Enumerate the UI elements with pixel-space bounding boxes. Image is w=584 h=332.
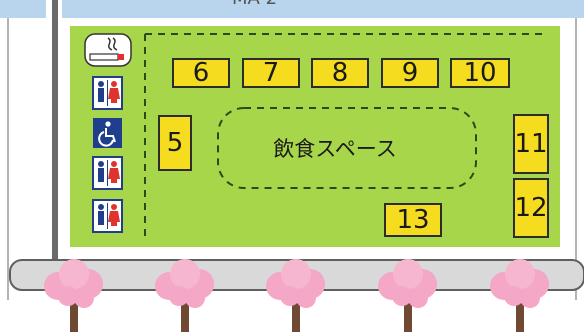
cherry-tree-icon [44,259,103,332]
restroom-icon [92,76,123,110]
cherry-tree-icon [155,259,214,332]
boundary-line [7,18,577,300]
booth-11[interactable]: 11 [513,114,549,174]
booth-10[interactable]: 10 [450,58,510,88]
booth-12[interactable]: 12 [513,178,549,238]
booth-7[interactable]: 7 [242,58,300,88]
dining-area-outline [217,107,477,189]
header-text: MA 2 [232,0,277,9]
pole [52,0,58,260]
cherry-tree-icon [378,259,437,332]
top-band [0,0,584,18]
cherry-tree-icon [266,259,325,332]
booth-9[interactable]: 9 [381,58,439,88]
smoking-area-icon [84,33,132,67]
dining-area-label: 飲食スペース [273,137,397,161]
restroom-icon [92,199,123,233]
restroom-icon [92,156,123,190]
booth-5[interactable]: 5 [158,115,192,171]
accessible-restroom-icon [93,118,122,148]
booth-8[interactable]: 8 [311,58,369,88]
booth-13[interactable]: 13 [384,203,442,237]
booth-6[interactable]: 6 [172,58,230,88]
cherry-tree-icon [490,259,549,332]
